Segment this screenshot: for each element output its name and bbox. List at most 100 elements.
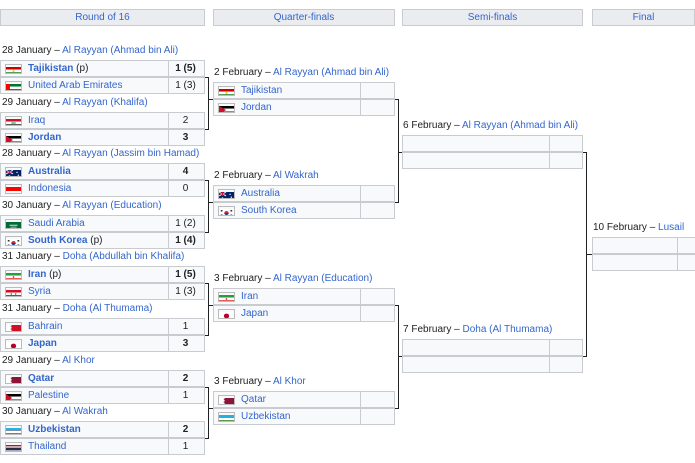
date-separator: – <box>51 303 63 314</box>
team-name-cell: Saudi Arabia <box>1 215 169 231</box>
sf-match-1-date-venue: 6 February – Al Rayyan (Ahmad bin Ali) <box>403 119 588 133</box>
team-name-cell <box>403 340 550 355</box>
bracket-connector <box>208 99 213 100</box>
team-link[interactable]: Thailand <box>28 441 67 453</box>
venue-link[interactable]: Doha (Al Thumama) <box>462 324 553 335</box>
venue-link[interactable]: Al Wakrah <box>272 170 319 181</box>
score-cell: 3 <box>182 338 189 349</box>
date-separator: – <box>262 67 273 78</box>
team-link[interactable]: Australia <box>28 166 71 178</box>
match-date: 30 January <box>2 406 52 418</box>
team-link[interactable]: Indonesia <box>28 183 72 195</box>
team-link[interactable]: Qatar <box>241 394 267 405</box>
score-cell <box>359 100 394 115</box>
venue-link[interactable]: Al Rayyan (Jassim bin Hamad) <box>62 148 200 160</box>
team-link[interactable]: Japan <box>28 338 57 349</box>
team-name-cell: Qatar <box>214 392 361 407</box>
team-link[interactable]: Bahrain <box>28 321 63 332</box>
team-row <box>402 152 583 169</box>
team-row <box>592 237 695 254</box>
r16-match-4-date-venue: 30 January – Al Rayyan (Education) <box>2 199 212 213</box>
venue-link[interactable]: Al Rayyan (Education) <box>62 199 162 211</box>
team-link[interactable]: Saudi Arabia <box>28 217 85 229</box>
score-cell: 1 (5) <box>175 63 196 74</box>
venue-link[interactable]: Al Khor <box>62 354 95 366</box>
bahrain-flag-icon <box>5 322 22 332</box>
match-date: 2 February <box>214 67 263 78</box>
team-link[interactable]: South Korea <box>241 205 297 216</box>
venue-link[interactable]: Al Rayyan (Ahmad bin Ali) <box>62 45 179 56</box>
team-link[interactable]: United Arab Emirates <box>28 80 123 91</box>
final-match-date-venue: 10 February – Lusail <box>593 221 695 235</box>
venue-link[interactable]: Al Rayyan (Ahmad bin Ali) <box>461 120 579 131</box>
bracket-connector <box>205 77 208 78</box>
tajikistan-flag-icon <box>218 86 235 96</box>
bracket-connector <box>208 77 209 130</box>
score-cell <box>548 153 582 168</box>
score-cell: 1 <box>182 441 189 453</box>
team-link[interactable]: Japan <box>241 308 269 319</box>
score-cell <box>359 203 394 218</box>
team-name-cell: Iran <box>214 289 361 304</box>
venue-link[interactable]: Al Rayyan (Education) <box>272 273 373 284</box>
date-separator: – <box>451 120 462 131</box>
venue-link[interactable]: Al Rayyan (Khalifa) <box>62 96 148 108</box>
match-date: 3 February <box>214 376 263 387</box>
team-row <box>402 356 583 373</box>
jordan-flag-icon <box>218 103 235 113</box>
team-name-cell: Palestine <box>1 387 169 403</box>
venue-link[interactable]: Doha (Abdullah bin Khalifa) <box>62 251 185 263</box>
date-separator: – <box>646 222 659 233</box>
score-cell <box>359 392 394 407</box>
venue-link[interactable]: Doha (Al Thumama) <box>62 303 153 314</box>
venue-link[interactable]: Al Rayyan (Ahmad bin Ali) <box>272 67 390 78</box>
team-link[interactable]: Australia <box>241 188 280 199</box>
venue-link[interactable]: Al Khor <box>272 376 306 387</box>
team-row: South Korea <box>213 202 395 219</box>
korea-flag-icon <box>218 206 235 216</box>
score-cell <box>359 289 394 304</box>
team-link[interactable]: Uzbekistan <box>28 424 81 436</box>
score-cell: 1 (4) <box>175 234 196 246</box>
team-link[interactable]: Palestine <box>28 389 70 401</box>
team-link[interactable]: South Korea (p) <box>28 234 103 246</box>
team-link[interactable]: Tajikistan <box>241 85 283 96</box>
team-link[interactable]: Iran (p) <box>28 269 62 281</box>
team-link[interactable]: Tajikistan (p) <box>28 63 89 74</box>
bracket-connector <box>205 386 208 388</box>
team-link[interactable]: Jordan <box>241 102 272 113</box>
score-cell: 1 (2) <box>175 217 196 229</box>
score-cell <box>548 340 582 355</box>
team-link[interactable]: Iran <box>241 291 259 302</box>
team-link[interactable]: Syria <box>28 286 51 298</box>
team-row: South Korea (p) 1 (4) <box>0 231 205 249</box>
venue-link[interactable]: Al Wakrah <box>62 406 108 418</box>
team-link[interactable]: Qatar <box>28 372 55 384</box>
venue-link[interactable]: Lusail <box>658 222 685 233</box>
team-name-cell <box>593 255 678 270</box>
team-link[interactable]: Uzbekistan <box>241 411 291 422</box>
match-date: 31 January <box>2 251 52 263</box>
bracket-connector <box>398 305 399 409</box>
team-link[interactable]: Jordan <box>28 131 62 143</box>
saudi-flag-icon <box>5 218 22 229</box>
iran-flag-icon <box>218 292 235 302</box>
team-row: Saudi Arabia 1 (2) <box>0 214 205 232</box>
date-separator: – <box>262 170 273 181</box>
r16-match-1-date-venue: 28 January – Al Rayyan (Ahmad bin Ali) <box>2 44 212 58</box>
team-row: Iran <box>213 288 395 305</box>
team-row: Jordan <box>213 99 395 116</box>
score-cell <box>359 83 394 98</box>
team-name-cell: Uzbekistan <box>214 409 361 424</box>
match-date: 29 January <box>2 354 52 366</box>
score-cell: 3 <box>182 131 189 143</box>
japan-flag-icon <box>5 339 22 349</box>
team-link[interactable]: Iraq <box>28 114 46 126</box>
team-row: Uzbekistan <box>213 408 395 425</box>
r16-match-3-date-venue: 28 January – Al Rayyan (Jassim bin Hamad… <box>2 147 212 161</box>
date-separator: – <box>51 148 63 160</box>
team-name-cell <box>403 136 550 151</box>
